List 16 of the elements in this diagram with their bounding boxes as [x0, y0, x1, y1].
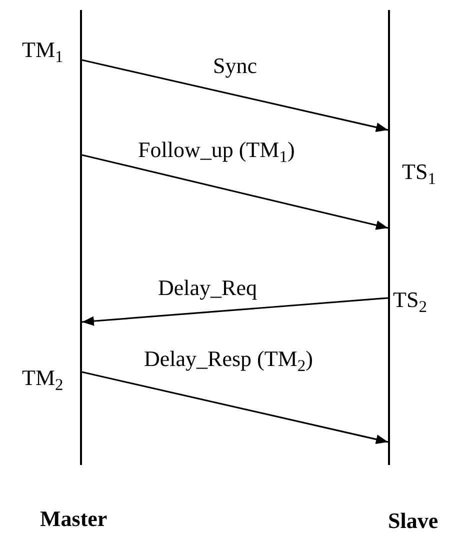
timestamp-label: TS$_{2}$	[393, 288, 427, 316]
timestamp-label: TM$_{1}$	[22, 38, 64, 66]
message-arrow	[82, 297, 388, 326]
timestamp-label: TS$_{1}$	[402, 160, 436, 188]
message-label: Delay_Resp (TM$_{2}$)	[144, 347, 313, 376]
message-arrow	[82, 59, 388, 132]
message-label: Follow_up (TM$_{1}$)	[138, 138, 295, 166]
participant-name: Slave	[388, 509, 438, 534]
lifeline	[80, 10, 82, 465]
lifeline	[388, 10, 390, 465]
message-arrow	[82, 154, 388, 230]
message-label: Sync	[213, 54, 257, 78]
participant-name: Master	[40, 507, 108, 532]
message-label: Delay_Req	[158, 276, 257, 300]
message-arrow	[82, 371, 388, 444]
timestamp-label: TM$_{2}$	[22, 366, 64, 394]
